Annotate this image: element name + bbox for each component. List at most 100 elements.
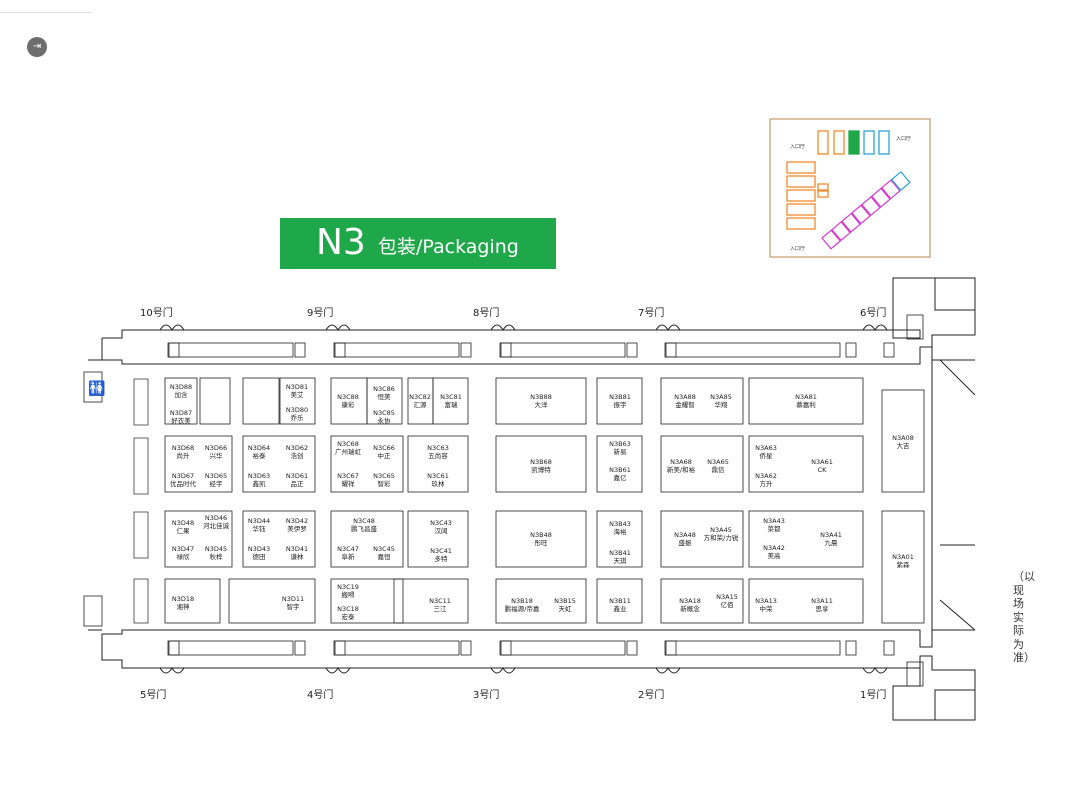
booth-id: N3D64	[247, 444, 271, 452]
gate-6-label: 6号门	[860, 308, 887, 319]
booth-name: 优品时代	[170, 480, 196, 488]
booth-id: N3C67	[337, 472, 359, 480]
booth-name: 智宇	[286, 603, 300, 611]
booth-id: N3B81	[609, 393, 631, 401]
booth-name: 汇源	[413, 401, 427, 409]
booth-id: N3D87	[169, 409, 193, 417]
booth-name: 菜都	[767, 525, 781, 533]
booth-name: 经宇	[209, 480, 223, 488]
booth-name: 仁果	[176, 527, 190, 535]
booth-name: 凯博特	[531, 466, 551, 474]
exit-icon[interactable]: ⇥	[27, 37, 47, 57]
booth-name: 华翔	[714, 401, 728, 409]
booth-id: N3D68	[171, 444, 195, 452]
booth-id: N3A43	[763, 517, 785, 525]
booth-name: 宏泰	[341, 613, 355, 621]
gate-1-label: 1号门	[860, 690, 887, 701]
booth-id: N3C48	[353, 517, 375, 525]
booth-name: 九晨	[824, 539, 838, 547]
hall-title-banner: N3 包装/Packaging	[280, 218, 556, 269]
booth-name: 慕嘉利	[796, 401, 816, 409]
booth-id: N3D80	[285, 406, 309, 414]
booth-id: N3B88	[530, 393, 552, 401]
svg-text:入口厅: 入口厅	[790, 246, 805, 252]
booth-id: N3C66	[373, 444, 395, 452]
booth-name: 秋桦	[209, 553, 223, 561]
booth-name: 振宇	[613, 401, 627, 409]
